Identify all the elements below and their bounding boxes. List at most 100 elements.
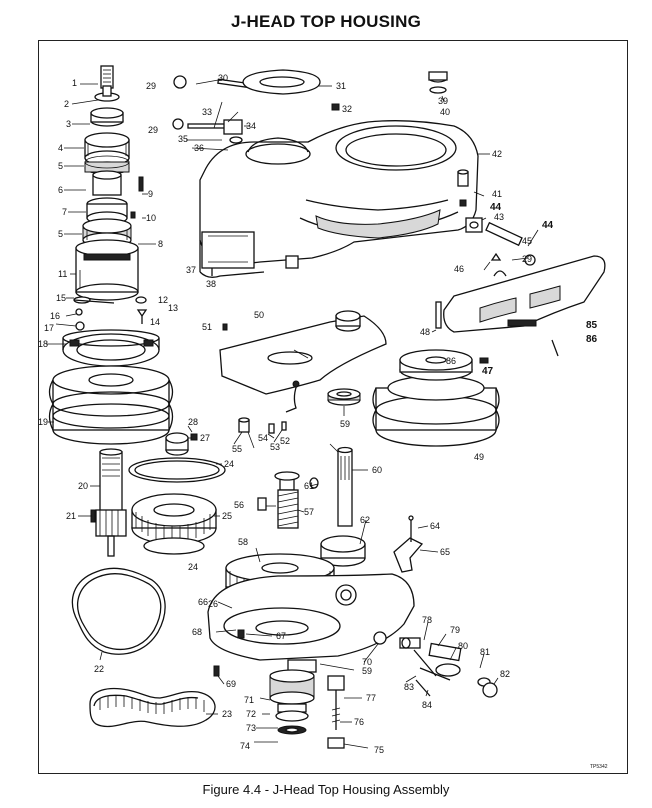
part-label: 74 xyxy=(240,741,250,751)
part-label: 5 xyxy=(58,161,63,171)
bolt-stack-75-77 xyxy=(327,675,345,749)
part-label: 11 xyxy=(58,269,67,279)
part-label: 29 xyxy=(148,125,158,135)
part-label: 4 xyxy=(58,143,63,153)
part-label: 52 xyxy=(280,436,290,446)
part-label: 47 xyxy=(482,366,494,377)
part-label: 59 xyxy=(362,666,372,676)
part-label: 13 xyxy=(168,303,178,313)
part-label: 64 xyxy=(430,521,440,531)
part-labels: 1 2 3 4 5 6 7 5 8 9 10 11 12 13 14 15 16… xyxy=(38,73,598,755)
toothed-belt-23 xyxy=(89,687,216,728)
shaft-lever-parts-right xyxy=(399,637,498,698)
figure-caption: Figure 4.4 - J-Head Top Housing Assembly xyxy=(202,782,450,797)
part-label: 29 xyxy=(146,81,156,91)
part-label: 44 xyxy=(542,220,554,231)
part-label: 70 xyxy=(362,657,372,667)
part-label: 26 xyxy=(208,599,218,609)
part-label: 81 xyxy=(480,647,490,657)
part-label: 61 xyxy=(304,481,314,491)
part-label: 78 xyxy=(422,615,432,625)
part-label: 79 xyxy=(450,625,460,635)
motor-pulley-49 xyxy=(372,349,500,447)
part-label: 58 xyxy=(238,537,248,547)
part-label: 8 xyxy=(158,239,163,249)
page-title: J-HEAD TOP HOUSING xyxy=(230,12,421,31)
spacer-sleeve xyxy=(86,170,128,225)
part-label: 60 xyxy=(372,465,382,475)
part-label: 35 xyxy=(178,134,188,144)
part-label: 67 xyxy=(276,631,286,641)
part-label: 44 xyxy=(490,202,502,213)
clutch-lever-64 xyxy=(393,515,424,573)
part-label: 18 xyxy=(38,339,48,349)
worm-gear-57 xyxy=(274,471,300,529)
part-label: 36 xyxy=(194,143,204,153)
part-label: 1 xyxy=(72,78,77,88)
part-label: 25 xyxy=(222,511,232,521)
part-label: 42 xyxy=(492,149,502,159)
figure-frame xyxy=(38,40,628,774)
part-label: 16 xyxy=(50,311,60,321)
small-parts-center xyxy=(222,323,287,511)
part-label: 32 xyxy=(342,104,352,114)
part-label: 27 xyxy=(200,433,210,443)
part-label: 57 xyxy=(304,507,314,517)
timing-belt-22 xyxy=(71,567,166,655)
clutch-shaft xyxy=(90,448,127,557)
part-label: 46 xyxy=(454,264,464,274)
part-label: 86 xyxy=(446,356,456,366)
part-label: 71 xyxy=(244,695,254,705)
part-label: 15 xyxy=(56,293,66,303)
part-label: 41 xyxy=(492,189,502,199)
part-label: 51 xyxy=(202,322,212,332)
part-label: 84 xyxy=(422,700,432,710)
part-label: 40 xyxy=(440,107,450,117)
motor-adapter-plate xyxy=(62,329,160,367)
part-label: 72 xyxy=(246,709,256,719)
exploded-assembly-drawing: 1 2 3 4 5 6 7 5 8 9 10 11 12 13 14 15 16… xyxy=(38,65,608,770)
part-label: 24 xyxy=(224,459,234,469)
drawbar-nut xyxy=(100,65,114,89)
part-label: 77 xyxy=(366,693,376,703)
part-label: 12 xyxy=(158,295,168,305)
housing-hardware-top xyxy=(172,69,340,154)
part-label: 24 xyxy=(188,562,198,572)
part-label: 30 xyxy=(218,73,228,83)
part-label: 49 xyxy=(474,452,484,462)
part-label: 59 xyxy=(340,419,350,429)
part-label: 34 xyxy=(246,121,256,131)
part-label: 29 xyxy=(522,254,532,264)
part-label: 31 xyxy=(336,81,346,91)
spindle-pulley xyxy=(48,365,174,445)
part-label: 28 xyxy=(188,417,198,427)
motor-plate-50 xyxy=(219,310,387,413)
quill-pinion-stack xyxy=(213,665,315,735)
part-label: 75 xyxy=(374,745,384,755)
part-label: 55 xyxy=(232,444,242,454)
part-label: 62 xyxy=(360,515,370,525)
part-label: 21 xyxy=(66,511,76,521)
part-label: 56 xyxy=(234,500,244,510)
part-label: 76 xyxy=(354,717,364,727)
part-label: 17 xyxy=(44,323,54,333)
part-label: 83 xyxy=(404,682,414,692)
part-label: 23 xyxy=(222,709,232,719)
bearing-housing xyxy=(75,239,139,301)
drive-gear-25 xyxy=(131,493,217,555)
part-label: 39 xyxy=(438,96,448,106)
part-label: 86 xyxy=(586,334,598,345)
small-hardware-left xyxy=(73,176,148,331)
part-label: 2 xyxy=(64,99,69,109)
part-label: 50 xyxy=(254,310,264,320)
part-label: 22 xyxy=(94,664,104,674)
part-label: 6 xyxy=(58,185,63,195)
part-label: 14 xyxy=(150,317,160,327)
part-label: 7 xyxy=(62,207,67,217)
part-label: 5 xyxy=(58,229,63,239)
part-label: 3 xyxy=(66,119,71,129)
j-head-top-housing xyxy=(199,71,479,278)
right-hardware xyxy=(465,217,536,277)
part-label: 33 xyxy=(202,107,212,117)
part-label: 45 xyxy=(522,236,532,246)
